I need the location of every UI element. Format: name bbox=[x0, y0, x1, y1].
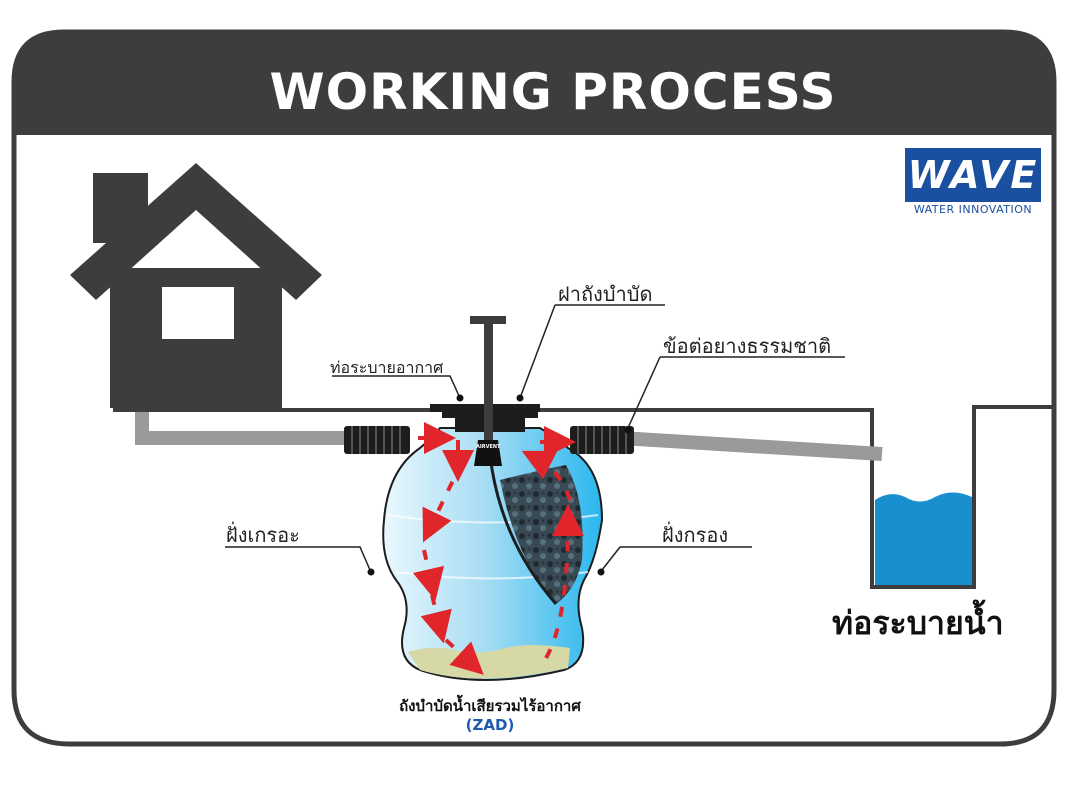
callout-dots bbox=[367, 394, 632, 576]
inlet-coupling bbox=[344, 426, 410, 454]
outlet-coupling bbox=[570, 426, 634, 454]
callout-lines bbox=[225, 304, 845, 571]
tank-code: (ZAD) bbox=[465, 716, 515, 734]
sludge-layer bbox=[408, 645, 570, 679]
flow-arrows bbox=[412, 422, 584, 675]
label-settling-side: ฝั่งเกรอะ bbox=[226, 523, 300, 547]
frame-header-bar bbox=[14, 32, 1054, 135]
airvent-mark: AIRVENT bbox=[476, 444, 501, 450]
wave-logo: WAVE bbox=[905, 148, 1041, 202]
frame-border bbox=[11, 29, 1057, 747]
label-rubber-joint: ข้อต่อยางธรรมชาติ bbox=[663, 334, 832, 358]
page-title: WORKING PROCESS bbox=[269, 63, 837, 121]
drain-water bbox=[875, 492, 972, 585]
filter-media bbox=[500, 465, 583, 604]
outlet-pipe bbox=[619, 431, 883, 461]
tank-caption: ถังบำบัดน้ำเสียรวมไร้อากาศ bbox=[399, 697, 581, 715]
house-icon bbox=[70, 163, 322, 408]
air-vent-pipe bbox=[470, 316, 506, 466]
label-tank-lid: ฝาถังบำบัด bbox=[558, 282, 653, 306]
ground-line bbox=[113, 405, 1052, 589]
label-air-vent-pipe: ท่อระบายอากาศ bbox=[330, 358, 444, 377]
brand-tagline: WATER INNOVATION bbox=[913, 203, 1033, 216]
inlet-pipe bbox=[135, 412, 360, 445]
label-filter-side: ฝั่งกรอง bbox=[662, 523, 729, 547]
label-drain-pipe: ท่อระบายน้ำ bbox=[832, 604, 1004, 642]
